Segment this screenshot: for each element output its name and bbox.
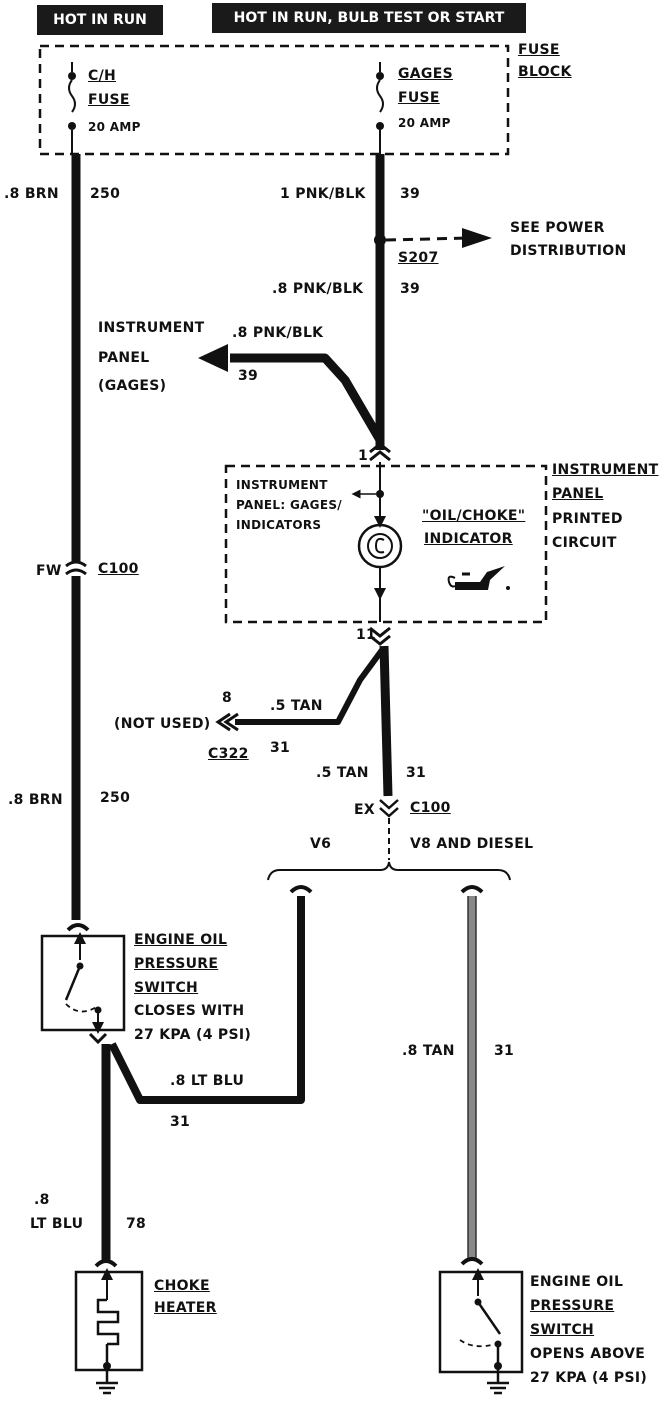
wire-39-gauge-mid: .8 PNK/BLK <box>272 281 364 297</box>
switch-v8-label-4: OPENS ABOVE <box>530 1346 646 1362</box>
fuse-block-label-2: BLOCK <box>518 64 572 80</box>
oil-can-icon <box>447 566 510 590</box>
indicator-label-2: INDICATOR <box>424 531 513 547</box>
indicator-label-1: "OIL/CHOKE" <box>422 508 526 524</box>
engine-branch-brace <box>267 861 511 881</box>
see-power-arrow-icon <box>462 228 492 248</box>
ip-inner-label-3: INDICATORS <box>236 518 322 532</box>
wire-31-circuit: 31 <box>406 765 427 781</box>
instrument-panel-gages-label-1: INSTRUMENT <box>98 320 205 336</box>
wire-39-circuit-panel: 39 <box>238 368 259 384</box>
wire-250-gauge-top: .8 BRN <box>4 186 59 202</box>
switch-v8-label-2: PRESSURE <box>530 1298 615 1314</box>
wire-39-gauge-top: 1 PNK/BLK <box>280 186 366 202</box>
not-used-label: (NOT USED) <box>114 716 211 732</box>
header-hot-in-run: HOT IN RUN <box>37 5 163 35</box>
instrument-panel-gages-label-2: PANEL <box>98 350 150 366</box>
wire-39-gauge-panel: .8 PNK/BLK <box>232 325 324 341</box>
ip-circuit-label-3: PRINTED <box>552 511 623 527</box>
see-power-label-1: SEE POWER <box>510 220 605 236</box>
pin-11-connector-icon <box>369 626 391 646</box>
ch-fuse-label-1: C/H <box>88 68 117 84</box>
see-power-label-2: DISTRIBUTION <box>510 243 627 259</box>
switch-v6-label-4: CLOSES WITH <box>134 1003 245 1019</box>
wire-31-not-used-circuit: 31 <box>270 740 291 756</box>
wire-250-gauge-bottom: .8 BRN <box>8 792 63 808</box>
pin-1-label: 1 <box>358 448 369 464</box>
instrument-panel-arrow-icon <box>198 344 228 372</box>
oil-pressure-switch-opens-icon <box>438 1257 524 1374</box>
c322-pin-label: 8 <box>222 690 233 706</box>
wire-78-gauge-1: .8 <box>34 1192 50 1208</box>
ch-fuse-icon <box>68 62 76 154</box>
c100-ex-name: C100 <box>410 800 451 816</box>
wire-39-circuit-mid: 39 <box>400 281 421 297</box>
splice-s207-icon <box>374 234 386 246</box>
gages-fuse-label-1: GAGES <box>398 66 453 82</box>
ip-inner-label-1: INSTRUMENT <box>236 478 328 492</box>
ch-fuse-rating: 20 AMP <box>88 120 141 134</box>
switch-v8-label-5: 27 KPA (4 PSI) <box>530 1370 648 1386</box>
ground-icon-choke <box>96 1372 118 1395</box>
wire-31 <box>379 645 393 797</box>
instrument-panel-gages-label-3: (GAGES) <box>98 378 167 394</box>
wire-78-gauge-2: LT BLU <box>30 1216 84 1232</box>
fuse-block-box <box>38 44 510 156</box>
switch-v6-label-1: ENGINE OIL <box>134 932 228 948</box>
gages-fuse-icon <box>376 62 384 154</box>
header-hot-in-run-bulb-test: HOT IN RUN, BULB TEST OR START <box>212 3 526 33</box>
switch-v6-label-2: PRESSURE <box>134 956 219 972</box>
ip-printed-circuit-box <box>224 464 548 624</box>
splice-s207-label: S207 <box>398 250 439 266</box>
wire-39-panel <box>230 353 384 443</box>
wire-31-gauge: .5 TAN <box>316 765 369 781</box>
fuse-block-label-1: FUSE <box>518 42 560 58</box>
wire-250-circuit-bottom: 250 <box>100 790 131 806</box>
oil-choke-indicator-bulb-icon <box>357 500 403 600</box>
wire-31-lt-blu-gauge: .8 LT BLU <box>170 1073 245 1089</box>
ip-circuit-label-2: PANEL <box>552 486 604 502</box>
wire-31-v8-gauge: .8 TAN <box>402 1043 455 1059</box>
ip-circuit-label-1: INSTRUMENT <box>552 462 659 478</box>
c322-name-label: C322 <box>208 746 249 762</box>
wire-31-v8-circuit: 31 <box>494 1043 515 1059</box>
c100-fw-name: C100 <box>98 561 139 577</box>
gages-fuse-label-2: FUSE <box>398 90 440 106</box>
c100-ex-connector-icon <box>379 799 399 818</box>
c100-fw-side: FW <box>36 563 62 579</box>
wire-250-circuit-top: 250 <box>90 186 121 202</box>
branch-v8-label: V8 AND DIESEL <box>410 836 534 852</box>
choke-heater-label-1: CHOKE <box>154 1278 210 1294</box>
wire-78-circuit: 78 <box>126 1216 147 1232</box>
switch-v6-label-3: SWITCH <box>134 980 199 996</box>
pin-1-connector-icon <box>369 442 391 462</box>
wire-31-not-used-gauge: .5 TAN <box>270 698 323 714</box>
v8-connector-icon <box>460 885 484 894</box>
switch-v8-label-1: ENGINE OIL <box>530 1274 624 1290</box>
wire-31-lt-blu <box>108 896 305 1104</box>
c100-ex-side: EX <box>354 802 375 818</box>
oil-pressure-switch-closes-icon <box>40 923 126 1045</box>
branch-v6-label: V6 <box>310 836 332 852</box>
choke-heater-label-2: HEATER <box>154 1300 217 1316</box>
wire-39-circuit-top: 39 <box>400 186 421 202</box>
ch-fuse-label-2: FUSE <box>88 92 130 108</box>
switch-v6-label-5: 27 KPA (4 PSI) <box>134 1027 252 1043</box>
ip-circuit-label-4: CIRCUIT <box>552 535 617 551</box>
c322-connector-icon <box>215 712 239 732</box>
choke-heater-icon <box>74 1259 144 1372</box>
v6-connector-icon <box>289 885 313 894</box>
wire-31-lt-blu-circuit: 31 <box>170 1114 191 1130</box>
ip-inner-label-2: PANEL: GAGES/ <box>236 498 342 512</box>
ground-icon-v8 <box>487 1374 509 1395</box>
pin-11-label: 11 <box>356 627 377 643</box>
switch-v8-label-3: SWITCH <box>530 1322 595 1338</box>
wire-31-not-used <box>235 648 385 725</box>
gages-fuse-rating: 20 AMP <box>398 116 451 130</box>
c100-fw-connector-icon <box>65 560 87 576</box>
